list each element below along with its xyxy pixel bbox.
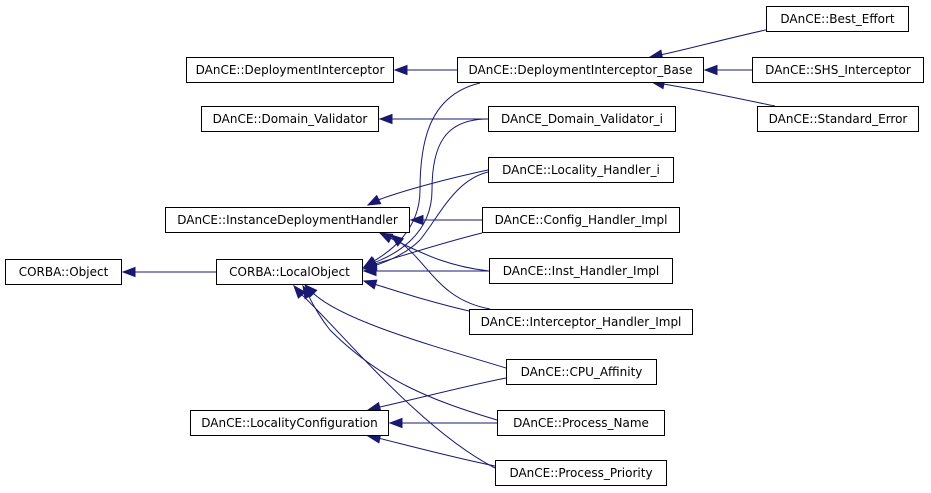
- node-interceptor-handler-impl[interactable]: DAnCE::Interceptor_Handler_Impl: [469, 309, 693, 335]
- node-config-handler-impl[interactable]: DAnCE::Config_Handler_Impl: [482, 207, 680, 233]
- arrowhead-locality-handler-i-to-instance-deployment-handler: [366, 194, 382, 206]
- arrowhead-interceptor-handler-impl-to-corba-localobject: [362, 279, 378, 290]
- edge-process-name-to-corba-localobject: [306, 292, 498, 421]
- edge-interceptor-handler-impl-to-instance-deployment-handler: [399, 241, 491, 310]
- arrowhead-corba-localobject-to-corba-object: [121, 266, 136, 278]
- arrowhead-config-handler-impl-to-instance-deployment-handler: [409, 214, 424, 226]
- node-domain-validator-i[interactable]: DAnCE_Domain_Validator_i: [488, 106, 676, 132]
- node-process-name[interactable]: DAnCE::Process_Name: [497, 410, 665, 436]
- node-process-priority[interactable]: DAnCE::Process_Priority: [495, 460, 667, 486]
- node-inst-handler-impl[interactable]: DAnCE::Inst_Handler_Impl: [489, 258, 673, 284]
- arrowhead-domain-validator-i-to-domain-validator: [378, 113, 393, 125]
- edge-cpu-affinity-to-corba-localobject: [311, 291, 507, 369]
- node-locality-handler-i[interactable]: DAnCE::Locality_Handler_i: [488, 157, 674, 183]
- node-locality-configuration[interactable]: DAnCE::LocalityConfiguration: [190, 410, 389, 436]
- arrowhead-shs-interceptor-to-deployment-interceptor-base: [703, 64, 718, 76]
- arrowhead-inst-handler-impl-to-corba-localobject: [362, 265, 377, 277]
- edge-best-effort-to-deployment-interceptor-base: [659, 28, 771, 56]
- edge-process-priority-to-corba-localobject: [299, 292, 496, 469]
- arrowhead-process-name-to-locality-configuration: [388, 417, 403, 429]
- node-cpu-affinity[interactable]: DAnCE::CPU_Affinity: [506, 359, 657, 385]
- edge-process-priority-to-locality-configuration: [377, 437, 496, 467]
- arrowhead-inst-handler-impl-to-instance-deployment-handler: [378, 232, 394, 244]
- edge-deployment-interceptor-base-to-corba-localobject: [371, 82, 481, 263]
- edge-config-handler-impl-to-corba-localobject: [374, 232, 483, 265]
- arrowhead-deployment-interceptor-base-to-deployment-interceptor: [393, 64, 408, 76]
- edge-interceptor-handler-impl-to-corba-localobject: [373, 283, 470, 312]
- edge-locality-handler-i-to-instance-deployment-handler: [377, 169, 489, 201]
- node-shs-interceptor[interactable]: DAnCE::SHS_Interceptor: [752, 57, 924, 83]
- node-standard-error[interactable]: DAnCE::Standard_Error: [757, 106, 919, 132]
- node-instance-deployment-handler[interactable]: DAnCE::InstanceDeploymentHandler: [165, 207, 410, 233]
- edge-standard-error-to-deployment-interceptor-base: [662, 83, 776, 107]
- node-deployment-interceptor[interactable]: DAnCE::DeploymentInterceptor: [186, 57, 394, 83]
- arrowhead-interceptor-handler-impl-to-instance-deployment-handler: [389, 234, 405, 247]
- node-corba-object[interactable]: CORBA::Object: [5, 259, 122, 285]
- node-best-effort[interactable]: DAnCE::Best_Effort: [766, 6, 909, 32]
- edge-cpu-affinity-to-locality-configuration: [379, 377, 507, 408]
- node-corba-localobject[interactable]: CORBA::LocalObject: [216, 259, 363, 285]
- arrowhead-process-priority-to-corba-localobject: [293, 284, 307, 299]
- edge-domain-validator-i-to-corba-localobject: [372, 118, 489, 264]
- node-deployment-interceptor-base[interactable]: DAnCE::DeploymentInterceptor_Base: [457, 57, 704, 83]
- node-domain-validator[interactable]: DAnCE::Domain_Validator: [201, 106, 379, 132]
